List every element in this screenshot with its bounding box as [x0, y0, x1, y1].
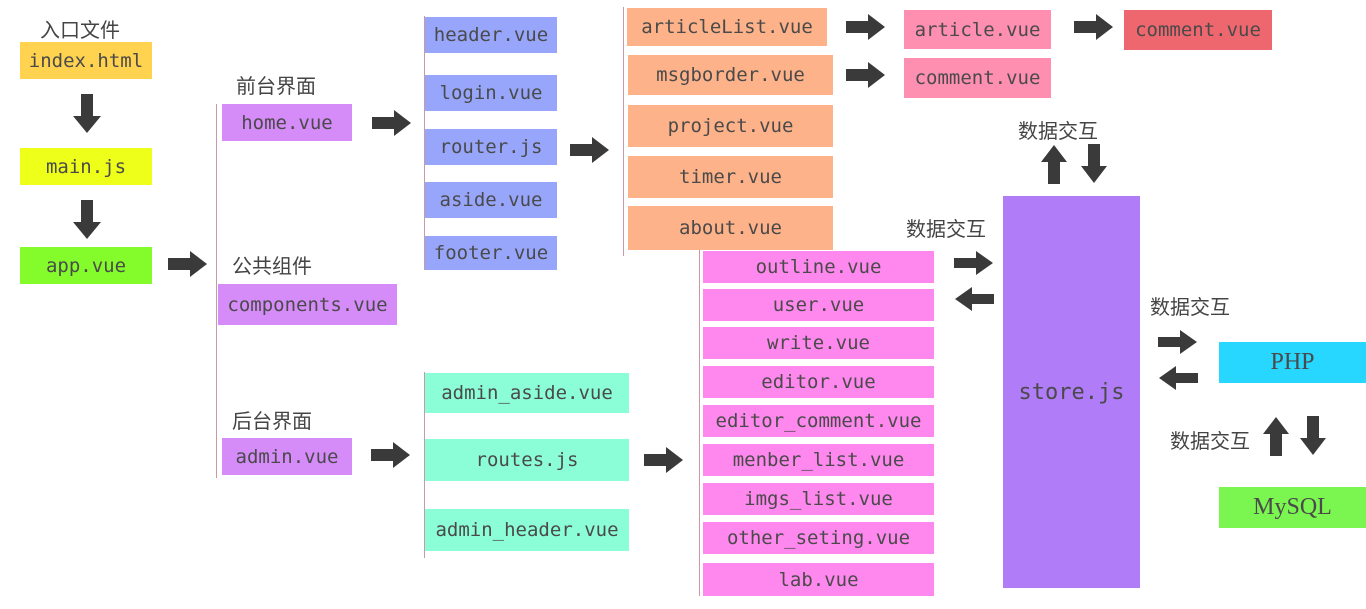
label-data-exchange-mysql: 数据交互 — [1170, 429, 1250, 453]
box-imgs-list-vue: imgs_list.vue — [703, 483, 934, 515]
box-php: PHP — [1219, 342, 1366, 383]
arrow-right-icon — [372, 110, 411, 136]
box-index-html: index.html — [20, 42, 152, 79]
bracket-line-level1 — [216, 104, 217, 478]
label-data-exchange-left: 数据交互 — [906, 217, 986, 241]
arrow-right-icon — [846, 62, 885, 88]
box-menber-list-vue: menber_list.vue — [703, 444, 934, 476]
label-data-exchange-top: 数据交互 — [1018, 119, 1098, 143]
box-comment-vue-article: comment.vue — [1124, 10, 1272, 50]
box-editor-comment-vue: editor_comment.vue — [703, 405, 934, 437]
arrow-right-icon — [371, 442, 410, 468]
arrow-right-icon — [168, 251, 207, 277]
arrow-up-icon — [1041, 145, 1067, 184]
box-admin-aside-vue: admin_aside.vue — [425, 373, 629, 413]
box-lab-vue: lab.vue — [703, 563, 934, 596]
arrow-right-icon — [1074, 14, 1113, 40]
arrow-right-icon — [644, 447, 683, 473]
box-footer-vue: footer.vue — [425, 236, 557, 270]
arrow-up-icon — [1263, 417, 1289, 456]
box-header-vue: header.vue — [425, 17, 557, 53]
label-entry-file: 入口文件 — [40, 18, 120, 42]
box-write-vue: write.vue — [703, 327, 934, 359]
arrow-right-icon — [570, 137, 609, 163]
box-msgborder-vue: msgborder.vue — [628, 55, 833, 95]
box-other-seting-vue: other_seting.vue — [703, 522, 934, 554]
box-admin-header-vue: admin_header.vue — [425, 509, 629, 551]
arrow-down-icon — [73, 94, 101, 133]
label-data-exchange-php: 数据交互 — [1150, 295, 1230, 319]
label-common-components: 公共组件 — [232, 254, 312, 278]
box-mysql: MySQL — [1219, 487, 1366, 528]
box-comment-vue-msgborder: comment.vue — [904, 58, 1051, 98]
box-outline-vue: outline.vue — [703, 251, 934, 283]
box-login-vue: login.vue — [425, 75, 557, 111]
arrow-right-icon — [846, 14, 885, 40]
bracket-line-routes — [699, 250, 700, 596]
box-app-vue: app.vue — [20, 247, 152, 284]
label-frontend: 前台界面 — [236, 74, 316, 98]
box-user-vue: user.vue — [703, 289, 934, 321]
arrow-down-icon — [73, 200, 101, 239]
bracket-line-router — [623, 7, 624, 256]
bracket-line-home — [424, 16, 425, 270]
box-routes-js: routes.js — [425, 439, 629, 481]
label-backend: 后台界面 — [232, 409, 312, 433]
box-editor-vue: editor.vue — [703, 366, 934, 398]
arrow-down-icon — [1081, 144, 1107, 183]
box-admin-vue: admin.vue — [222, 438, 352, 475]
box-main-js: main.js — [20, 148, 152, 185]
box-store-js: store.js — [1003, 196, 1140, 588]
box-article-vue: article.vue — [904, 10, 1051, 49]
arrow-left-icon — [955, 287, 994, 311]
box-about-vue: about.vue — [628, 206, 833, 250]
box-project-vue: project.vue — [628, 105, 833, 147]
box-home-vue: home.vue — [222, 104, 352, 141]
box-timer-vue: timer.vue — [628, 156, 833, 198]
box-router-js: router.js — [425, 129, 557, 165]
arrow-down-icon — [1300, 416, 1326, 455]
bracket-line-admin — [424, 372, 425, 558]
box-aside-vue: aside.vue — [425, 182, 557, 218]
box-components-vue: components.vue — [218, 284, 397, 325]
arrow-right-icon — [1158, 330, 1197, 354]
arrow-right-icon — [954, 251, 993, 275]
box-articlelist-vue: articleList.vue — [627, 8, 827, 46]
arrow-left-icon — [1159, 366, 1198, 390]
